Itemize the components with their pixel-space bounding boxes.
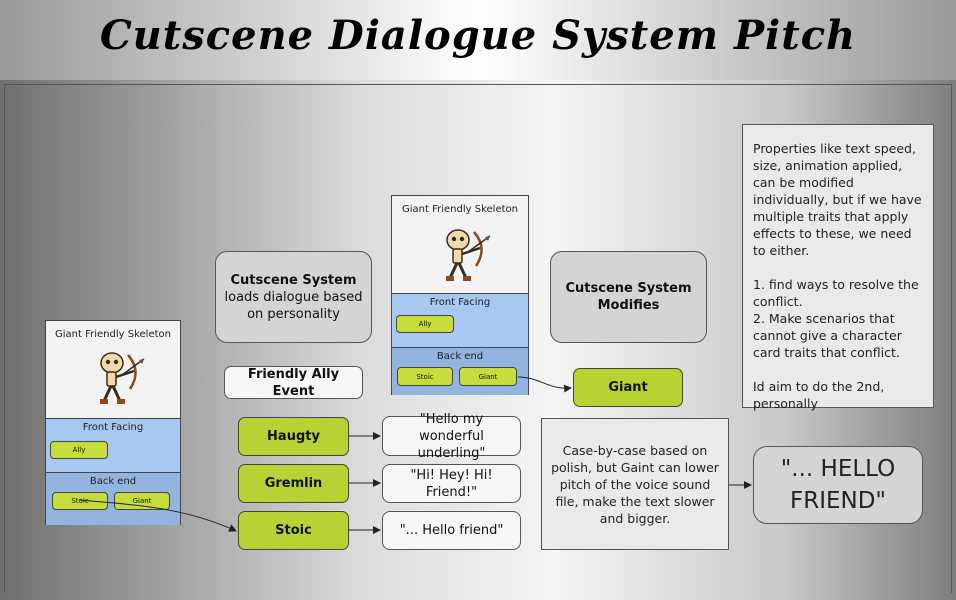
card-back-section: Back end Stoic Giant [392, 347, 528, 395]
result-dialogue-box: "... HELLO FRIEND" [753, 446, 923, 524]
skeleton-archer-icon [446, 229, 491, 281]
card-title: Giant Friendly Skeleton [55, 329, 171, 340]
case-note-box: Case-by-case based on polish, but Gaint … [541, 418, 729, 550]
card-title: Giant Friendly Skeleton [402, 204, 518, 215]
front-facing-label: Front Facing [82, 422, 144, 433]
notes-box: Properties like text speed, size, animat… [742, 124, 934, 411]
case-note-text: Case-by-case based on polish, but Gaint … [551, 442, 719, 526]
arrow-giant-chip-to-giant [517, 376, 572, 393]
personality-gremlin: Gremlin [238, 464, 349, 503]
note-paragraph-1: Properties like text speed, size, animat… [753, 141, 922, 258]
trait-chip-giant: Giant [114, 492, 170, 510]
card-back-section: Back end Stoic Giant [46, 472, 180, 525]
title-band [0, 0, 956, 80]
personality-haugty: Haugty [238, 417, 349, 456]
character-card-left: Giant Friendly Skeleton Front Facing All… [45, 320, 181, 525]
card-front-section: Front Facing Ally [46, 418, 180, 472]
cutscene-system-box: Cutscene System loads dialogue based on … [215, 251, 372, 343]
event-box: Friendly Ally Event [224, 366, 363, 399]
cutscene-system-body: loads dialogue based on personality [224, 289, 363, 322]
cutscene-modifies-box: Cutscene System Modifies [550, 251, 707, 343]
cutscene-modifies-line1: Cutscene System [565, 281, 692, 296]
arrow-stoic-chip-to-stoic [79, 499, 237, 532]
skeleton-archer-icon [100, 352, 145, 404]
dialogue-gremlin: "Hi! Hey! Hi! Friend!" [382, 464, 521, 503]
note-option-1: 1. find ways to resolve the conflict. [753, 277, 919, 309]
note-option-2: 2. Make scenarios that cannot give a cha… [753, 311, 902, 360]
trait-chip-stoic: Stoic [397, 367, 453, 386]
personality-stoic: Stoic [238, 511, 349, 550]
trait-chip-ally: Ally [396, 315, 454, 333]
character-card-center: Giant Friendly Skeleton Front Facing All… [391, 195, 529, 395]
trait-chip-giant: Giant [459, 367, 517, 386]
card-front-section: Front Facing Ally [392, 293, 528, 347]
trait-chip-ally: Ally [50, 441, 108, 459]
back-end-label: Back end [436, 351, 484, 362]
cutscene-modifies-line2: Modifies [597, 298, 660, 313]
back-end-label: Back end [89, 476, 137, 487]
front-facing-label: Front Facing [429, 297, 491, 308]
note-paragraph-3: Id aim to do the 2nd, personally [753, 379, 885, 411]
trait-chip-stoic: Stoic [52, 492, 108, 510]
giant-trait-box: Giant [573, 368, 683, 407]
dialogue-stoic: "... Hello friend" [382, 511, 521, 550]
page-title: Cutscene Dialogue System Pitch [99, 12, 857, 59]
cutscene-system-title: Cutscene System [230, 272, 357, 288]
